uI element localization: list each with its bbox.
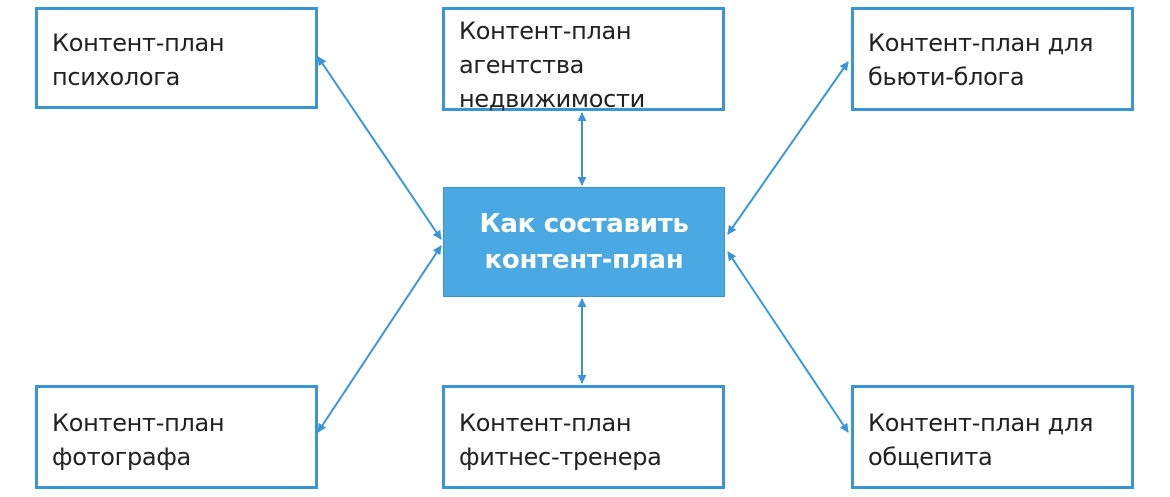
edge-center-photographer [317,245,442,433]
node-fitness-trainer: Контент-план фитнес-тренера [442,385,725,489]
node-beauty-blog: Контент-план для бьюти-блога [851,7,1134,111]
edge-center-beauty [727,61,849,235]
node-center-how-to-make-content-plan: Как составить контент-план [443,187,725,297]
node-realty-agency: Контент-план агентства недвижимости [442,7,725,113]
edge-center-psychologist [317,56,442,240]
node-psychologist: Контент-план психолога [35,7,318,109]
node-photographer: Контент-план фотографа [35,385,318,489]
node-catering: Контент-план для общепита [851,385,1134,489]
edge-center-catering [727,251,849,433]
